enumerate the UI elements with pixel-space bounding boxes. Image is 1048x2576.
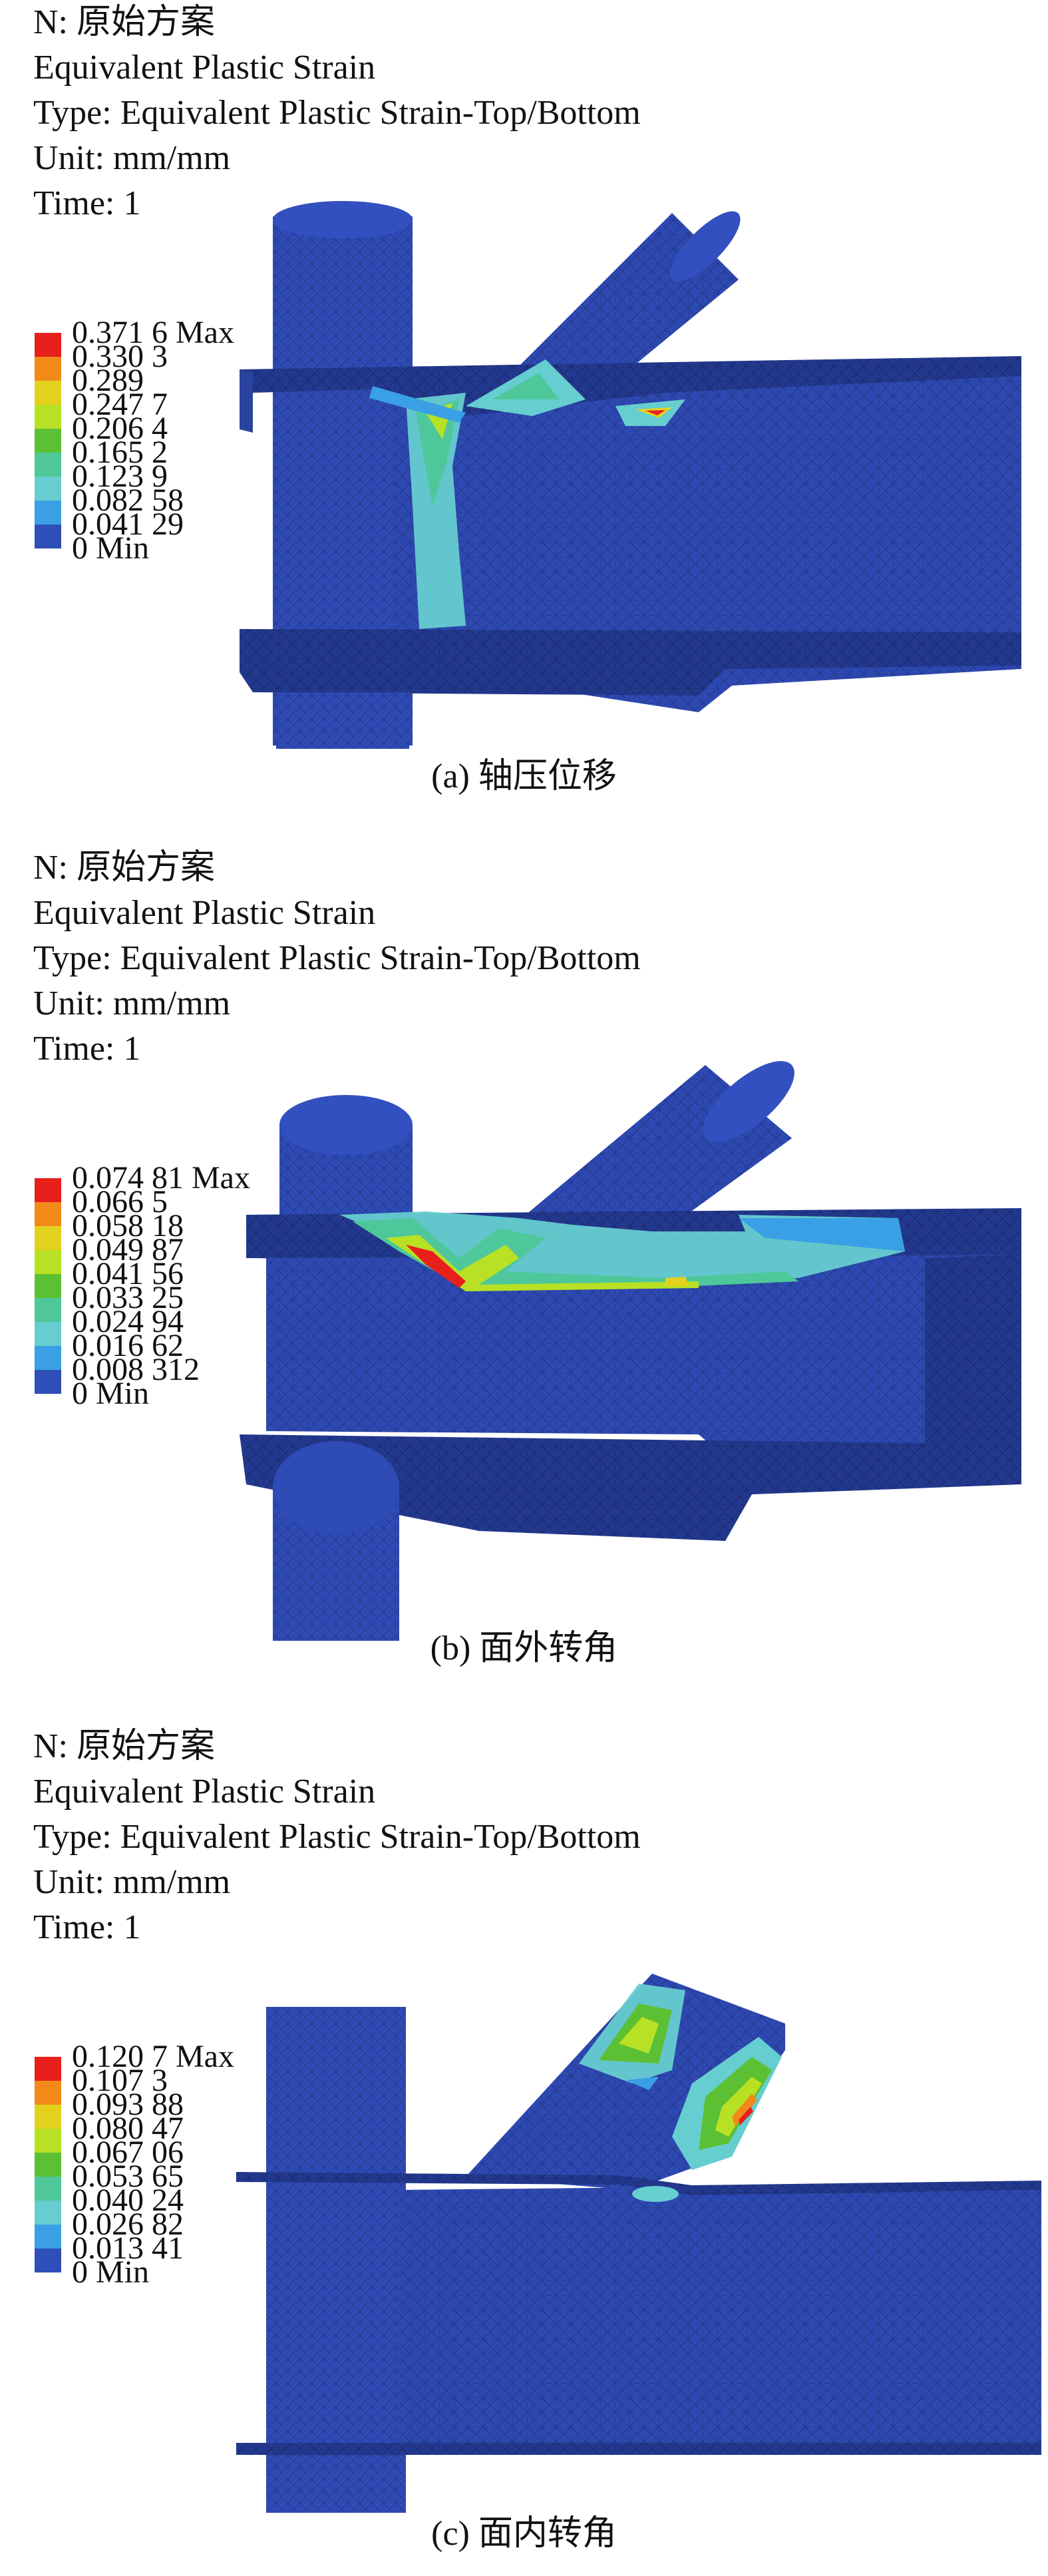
panel-a: N: 原始方案 Equivalent Plastic Strain Type: … xyxy=(0,0,1048,852)
legend-swatch xyxy=(35,2249,61,2272)
legend-swatch xyxy=(35,2201,61,2225)
strain-band xyxy=(406,393,466,629)
legend-swatch xyxy=(35,1274,61,1298)
legend-label: 0.026 82 xyxy=(72,2207,184,2242)
legend-swatch xyxy=(35,501,61,525)
caption-c: (c) 面内转角 xyxy=(431,2515,617,2553)
column xyxy=(266,2007,406,2513)
result-time: Time: 1 xyxy=(33,1030,141,1068)
legend-swatch xyxy=(35,357,61,381)
result-header: N: 原始方案 Equivalent Plastic Strain Type: … xyxy=(33,845,641,1072)
legend-label: 0.107 3 xyxy=(72,2063,168,2098)
legend-label: 0.040 24 xyxy=(72,2183,184,2218)
legend-max-label: 0.371 6 Max xyxy=(72,315,234,350)
result-type: Type: Equivalent Plastic Strain-Top/Bott… xyxy=(33,939,641,977)
fe-model-axial xyxy=(240,201,1021,749)
model-name: N: 原始方案 xyxy=(33,849,216,887)
legend-label: 0.049 87 xyxy=(72,1232,184,1267)
result-unit: Unit: mm/mm xyxy=(33,139,231,177)
legend-label: 0.058 18 xyxy=(72,1208,184,1243)
legend-swatch xyxy=(35,1178,61,1202)
model-name: N: 原始方案 xyxy=(33,1727,216,1765)
bottom-flange xyxy=(240,1434,1021,1541)
chord-web xyxy=(399,2183,1041,2443)
result-type: Type: Equivalent Plastic Strain-Top/Bott… xyxy=(33,94,641,132)
legend-swatch xyxy=(35,381,61,405)
legend-label: 0.289 xyxy=(72,363,144,398)
legend-swatch xyxy=(35,1322,61,1346)
top-flange xyxy=(236,2172,1041,2195)
legend-label: 0.066 5 xyxy=(72,1184,168,1219)
legend-swatch xyxy=(35,1346,61,1370)
legend-label: 0.008 312 xyxy=(72,1352,200,1387)
column-top xyxy=(273,201,413,238)
column-top xyxy=(279,1095,413,1155)
legend-swatch xyxy=(35,1226,61,1250)
legend-swatch xyxy=(35,2057,61,2081)
legend-label: 0.082 58 xyxy=(72,483,184,518)
panel-c: N: 原始方案 Equivalent Plastic Strain Type: … xyxy=(0,1724,1048,2576)
legend-label: 0.016 62 xyxy=(72,1328,184,1363)
result-header: N: 原始方案 Equivalent Plastic Strain Type: … xyxy=(33,1724,641,1950)
legend-label: 0.206 4 xyxy=(72,411,168,446)
legend-swatch xyxy=(35,429,61,453)
result-time: Time: 1 xyxy=(33,184,141,222)
caption-b: (b) 面外转角 xyxy=(430,1629,618,1667)
strain-spot xyxy=(632,2186,679,2202)
legend-swatch xyxy=(35,333,61,357)
legend-max-label: 0.074 81 Max xyxy=(72,1160,250,1195)
result-unit: Unit: mm/mm xyxy=(33,984,231,1022)
chord-web xyxy=(393,373,1021,712)
legend-swatch xyxy=(35,453,61,477)
legend-label: 0.053 65 xyxy=(72,2159,184,2194)
model-name: N: 原始方案 xyxy=(33,3,216,41)
result-quantity: Equivalent Plastic Strain xyxy=(33,1773,376,1811)
legend-max-label: 0.120 7 Max xyxy=(72,2039,234,2074)
result-unit: Unit: mm/mm xyxy=(33,1863,231,1901)
legend-swatch xyxy=(35,2153,61,2177)
result-quantity: Equivalent Plastic Strain xyxy=(33,49,376,87)
result-type: Type: Equivalent Plastic Strain-Top/Bott… xyxy=(33,1818,641,1856)
result-header: N: 原始方案 Equivalent Plastic Strain Type: … xyxy=(33,0,641,226)
legend-swatch xyxy=(35,2105,61,2129)
legend-swatch xyxy=(35,405,61,429)
legend-label: 0.067 06 xyxy=(72,2135,184,2170)
legend-swatch xyxy=(35,477,61,501)
legend-swatch xyxy=(35,2129,61,2153)
panel-b: N: 原始方案 Equivalent Plastic Strain Type: … xyxy=(0,845,1048,1697)
legend-label: 0.093 88 xyxy=(72,2087,184,2122)
legend-swatch xyxy=(35,1250,61,1274)
legend-label: 0.123 9 xyxy=(72,459,168,494)
legend-swatch xyxy=(35,1298,61,1322)
legend-label: 0.013 41 xyxy=(72,2231,184,2266)
legend-swatch xyxy=(35,1202,61,1226)
legend-min-label: 0 Min xyxy=(72,531,150,566)
legend-label: 0.330 3 xyxy=(72,339,168,374)
legend-label: 0.041 29 xyxy=(72,507,184,542)
chord-web xyxy=(266,1255,1021,1458)
legend-swatch xyxy=(35,1370,61,1394)
fe-model-in-plane xyxy=(236,1974,1041,2513)
result-time: Time: 1 xyxy=(33,1908,141,1946)
legend-min-label: 0 Min xyxy=(72,2254,150,2290)
legend-swatch xyxy=(35,525,61,548)
caption-a: (a) 轴压位移 xyxy=(431,757,617,795)
legend-label: 0.247 7 xyxy=(72,387,168,422)
result-quantity: Equivalent Plastic Strain xyxy=(33,894,376,932)
legend-label: 0.041 56 xyxy=(72,1256,184,1291)
legend-label: 0.165 2 xyxy=(72,435,168,470)
legend-label: 0.080 47 xyxy=(72,2111,184,2146)
legend-min-label: 0 Min xyxy=(72,1376,150,1411)
legend-swatch xyxy=(35,2081,61,2105)
bottom-flange xyxy=(236,2443,1041,2455)
legend-swatch xyxy=(35,2177,61,2201)
legend-swatch xyxy=(35,2225,61,2249)
legend-label: 0.024 94 xyxy=(72,1304,184,1339)
bottom-flange xyxy=(240,629,1021,696)
fe-model-out-of-plane xyxy=(240,1061,1021,1641)
column xyxy=(273,216,413,746)
legend-label: 0.033 25 xyxy=(72,1280,184,1315)
